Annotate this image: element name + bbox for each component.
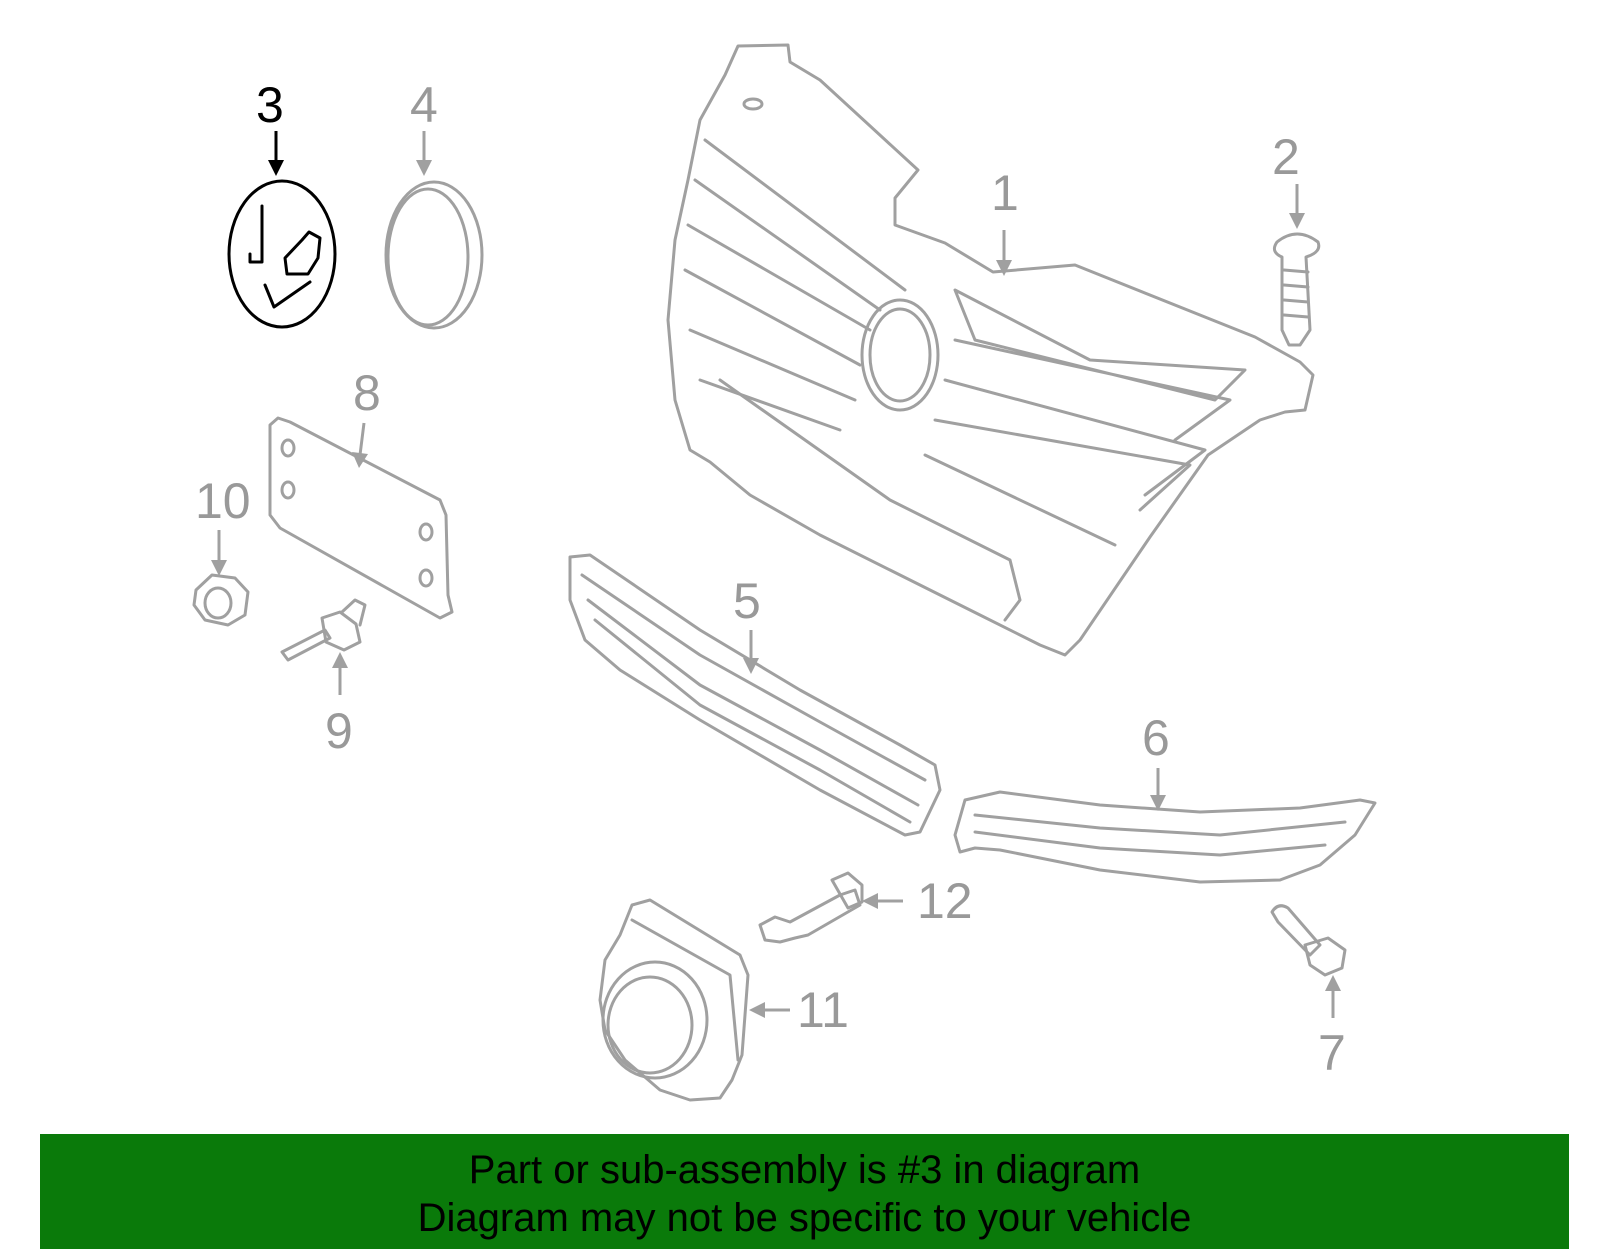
info-banner: Part or sub-assembly is #3 in diagram Di… xyxy=(40,1134,1569,1249)
callout-4: 4 xyxy=(410,77,438,176)
callout-7: 7 xyxy=(1318,975,1346,1081)
part-6-side-grille-strip[interactable] xyxy=(953,790,1377,884)
callout-1-label: 1 xyxy=(991,165,1019,221)
part-5-lower-grille-strip[interactable] xyxy=(568,553,942,837)
banner-line-part-number: Part or sub-assembly is #3 in diagram xyxy=(468,1148,1141,1192)
callout-11-label: 11 xyxy=(797,982,849,1038)
callout-1: 1 xyxy=(991,165,1019,276)
part-10-nut[interactable] xyxy=(192,573,250,627)
callout-8-label: 8 xyxy=(353,365,381,421)
part-9-bolt[interactable] xyxy=(280,598,367,662)
callout-12-label: 12 xyxy=(917,873,973,929)
callout-5: 5 xyxy=(733,573,761,674)
callout-9-label: 9 xyxy=(325,703,353,759)
part-8-license-bracket[interactable] xyxy=(268,416,454,620)
callout-11: 11 xyxy=(749,982,849,1038)
part-2-clip[interactable] xyxy=(1272,232,1321,347)
callout-2-label: 2 xyxy=(1272,129,1300,185)
part-1-grille[interactable] xyxy=(666,43,1315,657)
callout-5-label: 5 xyxy=(733,573,761,629)
callout-8: 8 xyxy=(352,365,381,468)
banner-line-disclaimer: Diagram may not be specific to your vehi… xyxy=(417,1196,1192,1240)
callout-12: 12 xyxy=(862,873,973,929)
callout-7-label: 7 xyxy=(1318,1025,1346,1081)
callout-9: 9 xyxy=(325,652,353,759)
part-12-connector[interactable] xyxy=(758,871,864,944)
callout-6-label: 6 xyxy=(1142,710,1170,766)
part-11-sensor[interactable] xyxy=(598,898,750,1102)
callout-6: 6 xyxy=(1142,710,1170,811)
callout-10: 10 xyxy=(195,473,251,576)
part-7-flange-bolt[interactable] xyxy=(1270,904,1347,977)
callout-3: 3 xyxy=(256,77,284,176)
callout-2: 2 xyxy=(1272,129,1305,229)
callout-3-label: 3 xyxy=(256,77,284,133)
part-4-emblem-base[interactable] xyxy=(384,180,484,330)
callout-10-label: 10 xyxy=(195,473,251,529)
part-3-emblem[interactable] xyxy=(227,179,337,329)
callout-4-label: 4 xyxy=(410,77,438,133)
